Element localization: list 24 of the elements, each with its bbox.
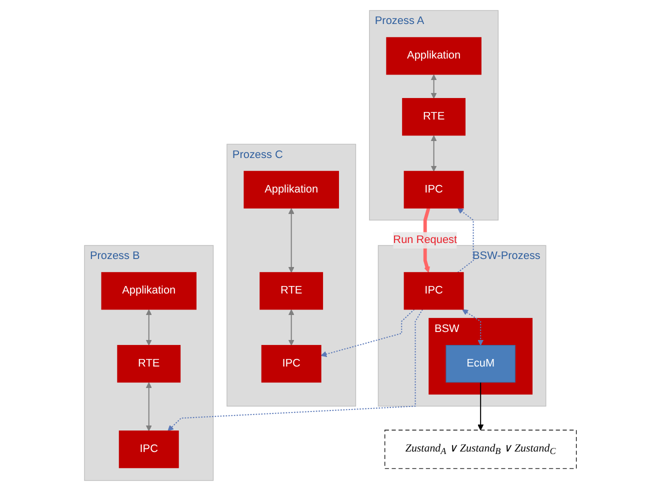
arrow — [145, 309, 152, 346]
arrow — [477, 382, 484, 430]
node-box: RTE — [402, 98, 466, 136]
arrow — [288, 208, 294, 273]
arrow — [167, 309, 423, 432]
node-box: Zustand$_{A}$ ∨ Zustand$_{B}$ ∨ Zustand$_{C}$ — [384, 430, 576, 469]
edge-label: Run Request — [392, 234, 457, 246]
node-box: IPC — [260, 344, 321, 383]
node-box: IPC — [403, 170, 464, 208]
arrow — [457, 208, 474, 273]
node-box: RTE — [116, 344, 180, 383]
node-box: RTE — [259, 272, 323, 310]
arrow — [320, 309, 414, 358]
node-box: Applikation — [386, 37, 482, 75]
node-box: Applikation — [100, 272, 196, 310]
node-box: EcuM — [445, 344, 516, 383]
arrow — [145, 382, 152, 432]
node-box: IPC — [118, 430, 178, 468]
arrow — [462, 309, 484, 346]
arrow — [430, 74, 436, 99]
node-box: Applikation — [243, 170, 339, 208]
arrow — [430, 135, 436, 172]
node-box: IPC — [403, 272, 464, 310]
arrow — [288, 309, 294, 346]
